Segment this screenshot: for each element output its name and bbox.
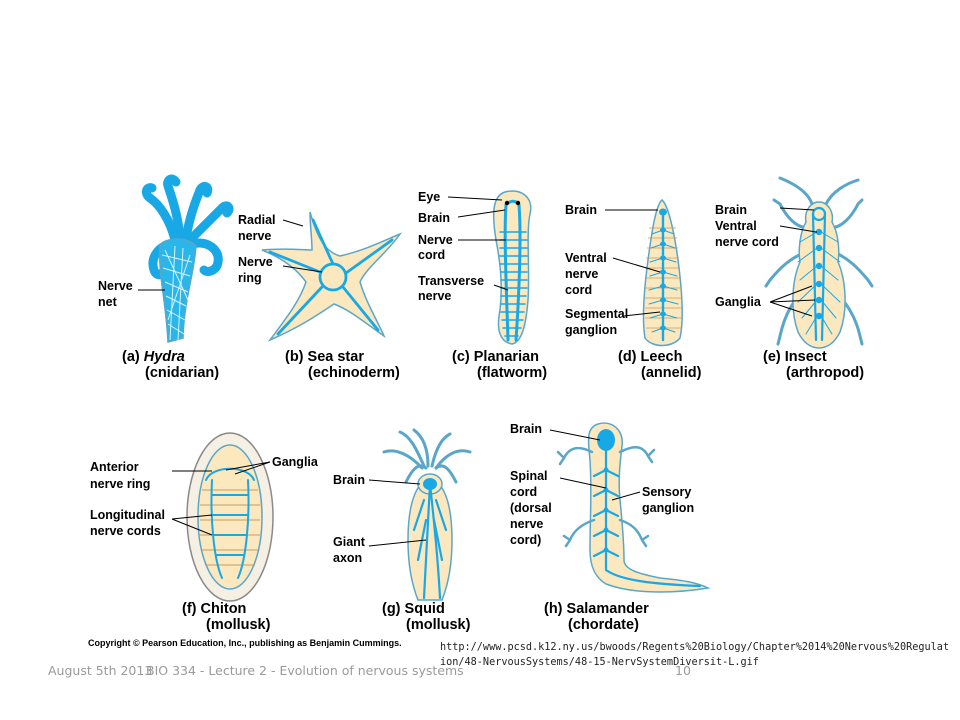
svg-text:(a) Hydra: (a) Hydra xyxy=(122,349,185,365)
labels-g: Brain Giant axon xyxy=(333,473,366,565)
labels-a: Nerve net xyxy=(98,279,133,309)
svg-text:Ganglia: Ganglia xyxy=(715,295,762,309)
footer-date: August 5th 2013 xyxy=(48,663,153,678)
labels-e: Brain Ventral nerve cord Ganglia xyxy=(715,203,779,309)
svg-text:Segmental: Segmental xyxy=(565,307,628,321)
svg-text:ring: ring xyxy=(238,271,262,285)
svg-text:(flatworm): (flatworm) xyxy=(477,365,547,381)
svg-text:Transverse: Transverse xyxy=(418,274,484,288)
labels-f: Ganglia Anterior nerve ring Longitudinal… xyxy=(90,455,319,538)
planarian-illustration xyxy=(492,190,532,345)
copyright-notice: Copyright © Pearson Education, Inc., pub… xyxy=(88,638,402,648)
svg-text:Ventral: Ventral xyxy=(565,251,607,265)
svg-text:Brain: Brain xyxy=(565,203,597,217)
svg-text:nerve ring: nerve ring xyxy=(90,477,150,491)
svg-text:Sensory: Sensory xyxy=(642,485,691,499)
svg-text:(annelid): (annelid) xyxy=(641,365,702,381)
svg-text:Brain: Brain xyxy=(510,422,542,436)
svg-text:Eye: Eye xyxy=(418,190,440,204)
svg-text:nerve cords: nerve cords xyxy=(90,524,161,538)
svg-text:cord: cord xyxy=(565,283,592,297)
svg-text:Giant: Giant xyxy=(333,535,366,549)
svg-text:Brain: Brain xyxy=(418,211,450,225)
svg-text:ganglion: ganglion xyxy=(642,501,694,515)
caption-f: (f) Chiton (mollusk) xyxy=(182,601,271,633)
svg-text:(c) Planarian: (c) Planarian xyxy=(452,349,539,365)
svg-text:Radial: Radial xyxy=(238,213,276,227)
svg-text:ganglion: ganglion xyxy=(565,323,617,337)
svg-text:(dorsal: (dorsal xyxy=(510,501,552,515)
svg-text:nerve: nerve xyxy=(565,267,598,281)
squid-illustration xyxy=(382,428,472,601)
svg-text:Brain: Brain xyxy=(333,473,365,487)
chiton-illustration xyxy=(186,432,274,602)
svg-text:net: net xyxy=(98,295,118,309)
svg-text:cord: cord xyxy=(418,248,445,262)
svg-text:Ventral: Ventral xyxy=(715,219,757,233)
svg-text:(arthropod): (arthropod) xyxy=(786,365,864,381)
svg-text:(mollusk): (mollusk) xyxy=(206,617,271,633)
labels-d: Brain Ventral nerve cord Segmental gangl… xyxy=(565,203,628,337)
svg-text:(echinoderm): (echinoderm) xyxy=(308,365,400,381)
sea-star-illustration xyxy=(261,211,403,342)
svg-text:(b) Sea star: (b) Sea star xyxy=(285,349,364,365)
leech-illustration xyxy=(642,199,683,347)
svg-text:Spinal: Spinal xyxy=(510,469,548,483)
caption-a: (a) Hydra (cnidarian) xyxy=(122,349,219,381)
caption-c: (c) Planarian (flatworm) xyxy=(452,349,547,381)
svg-text:Longitudinal: Longitudinal xyxy=(90,508,165,522)
labels-c: Eye Brain Nerve cord Transverse nerve xyxy=(418,190,484,303)
svg-text:(h) Salamander: (h) Salamander xyxy=(544,601,649,617)
labels-b: Radial nerve Nerve ring xyxy=(238,213,276,285)
svg-text:nerve: nerve xyxy=(418,289,451,303)
svg-text:Nerve: Nerve xyxy=(98,279,133,293)
svg-text:Nerve: Nerve xyxy=(238,255,273,269)
caption-d: (d) Leech (annelid) xyxy=(618,349,702,381)
svg-text:nerve cord: nerve cord xyxy=(715,235,779,249)
source-url[interactable]: http://www.pcsd.k12.ny.us/bwoods/Regents… xyxy=(440,642,950,668)
footer-page-number: 10 xyxy=(675,663,691,678)
svg-text:Nerve: Nerve xyxy=(418,233,453,247)
svg-text:(cnidarian): (cnidarian) xyxy=(145,365,219,381)
svg-text:nerve: nerve xyxy=(238,229,271,243)
salamander-illustration xyxy=(556,422,711,593)
svg-text:Anterior: Anterior xyxy=(90,460,139,474)
svg-text:Ganglia: Ganglia xyxy=(272,455,319,469)
svg-text:(e) Insect: (e) Insect xyxy=(763,349,827,365)
svg-text:nerve: nerve xyxy=(510,517,543,531)
svg-text:(chordate): (chordate) xyxy=(568,617,639,633)
svg-text:axon: axon xyxy=(333,551,362,565)
leader-lines xyxy=(138,196,817,547)
svg-text:cord: cord xyxy=(510,485,537,499)
svg-text:(mollusk): (mollusk) xyxy=(406,617,471,633)
caption-h: (h) Salamander (chordate) xyxy=(544,601,649,633)
svg-text:Brain: Brain xyxy=(715,203,747,217)
svg-text:(d) Leech: (d) Leech xyxy=(618,349,682,365)
caption-b: (b) Sea star (echinoderm) xyxy=(285,349,400,381)
labels-h: Brain Spinal cord (dorsal nerve cord) Se… xyxy=(510,422,694,547)
caption-e: (e) Insect (arthropod) xyxy=(763,349,864,381)
caption-g: (g) Squid (mollusk) xyxy=(382,601,471,633)
svg-text:cord): cord) xyxy=(510,533,541,547)
hydra-illustration xyxy=(141,174,234,343)
svg-text:(f) Chiton: (f) Chiton xyxy=(182,601,246,617)
insect-illustration xyxy=(764,176,874,349)
svg-text:(g) Squid: (g) Squid xyxy=(382,601,445,617)
footer-course: BIO 334 - Lecture 2 - Evolution of nervo… xyxy=(146,663,464,678)
